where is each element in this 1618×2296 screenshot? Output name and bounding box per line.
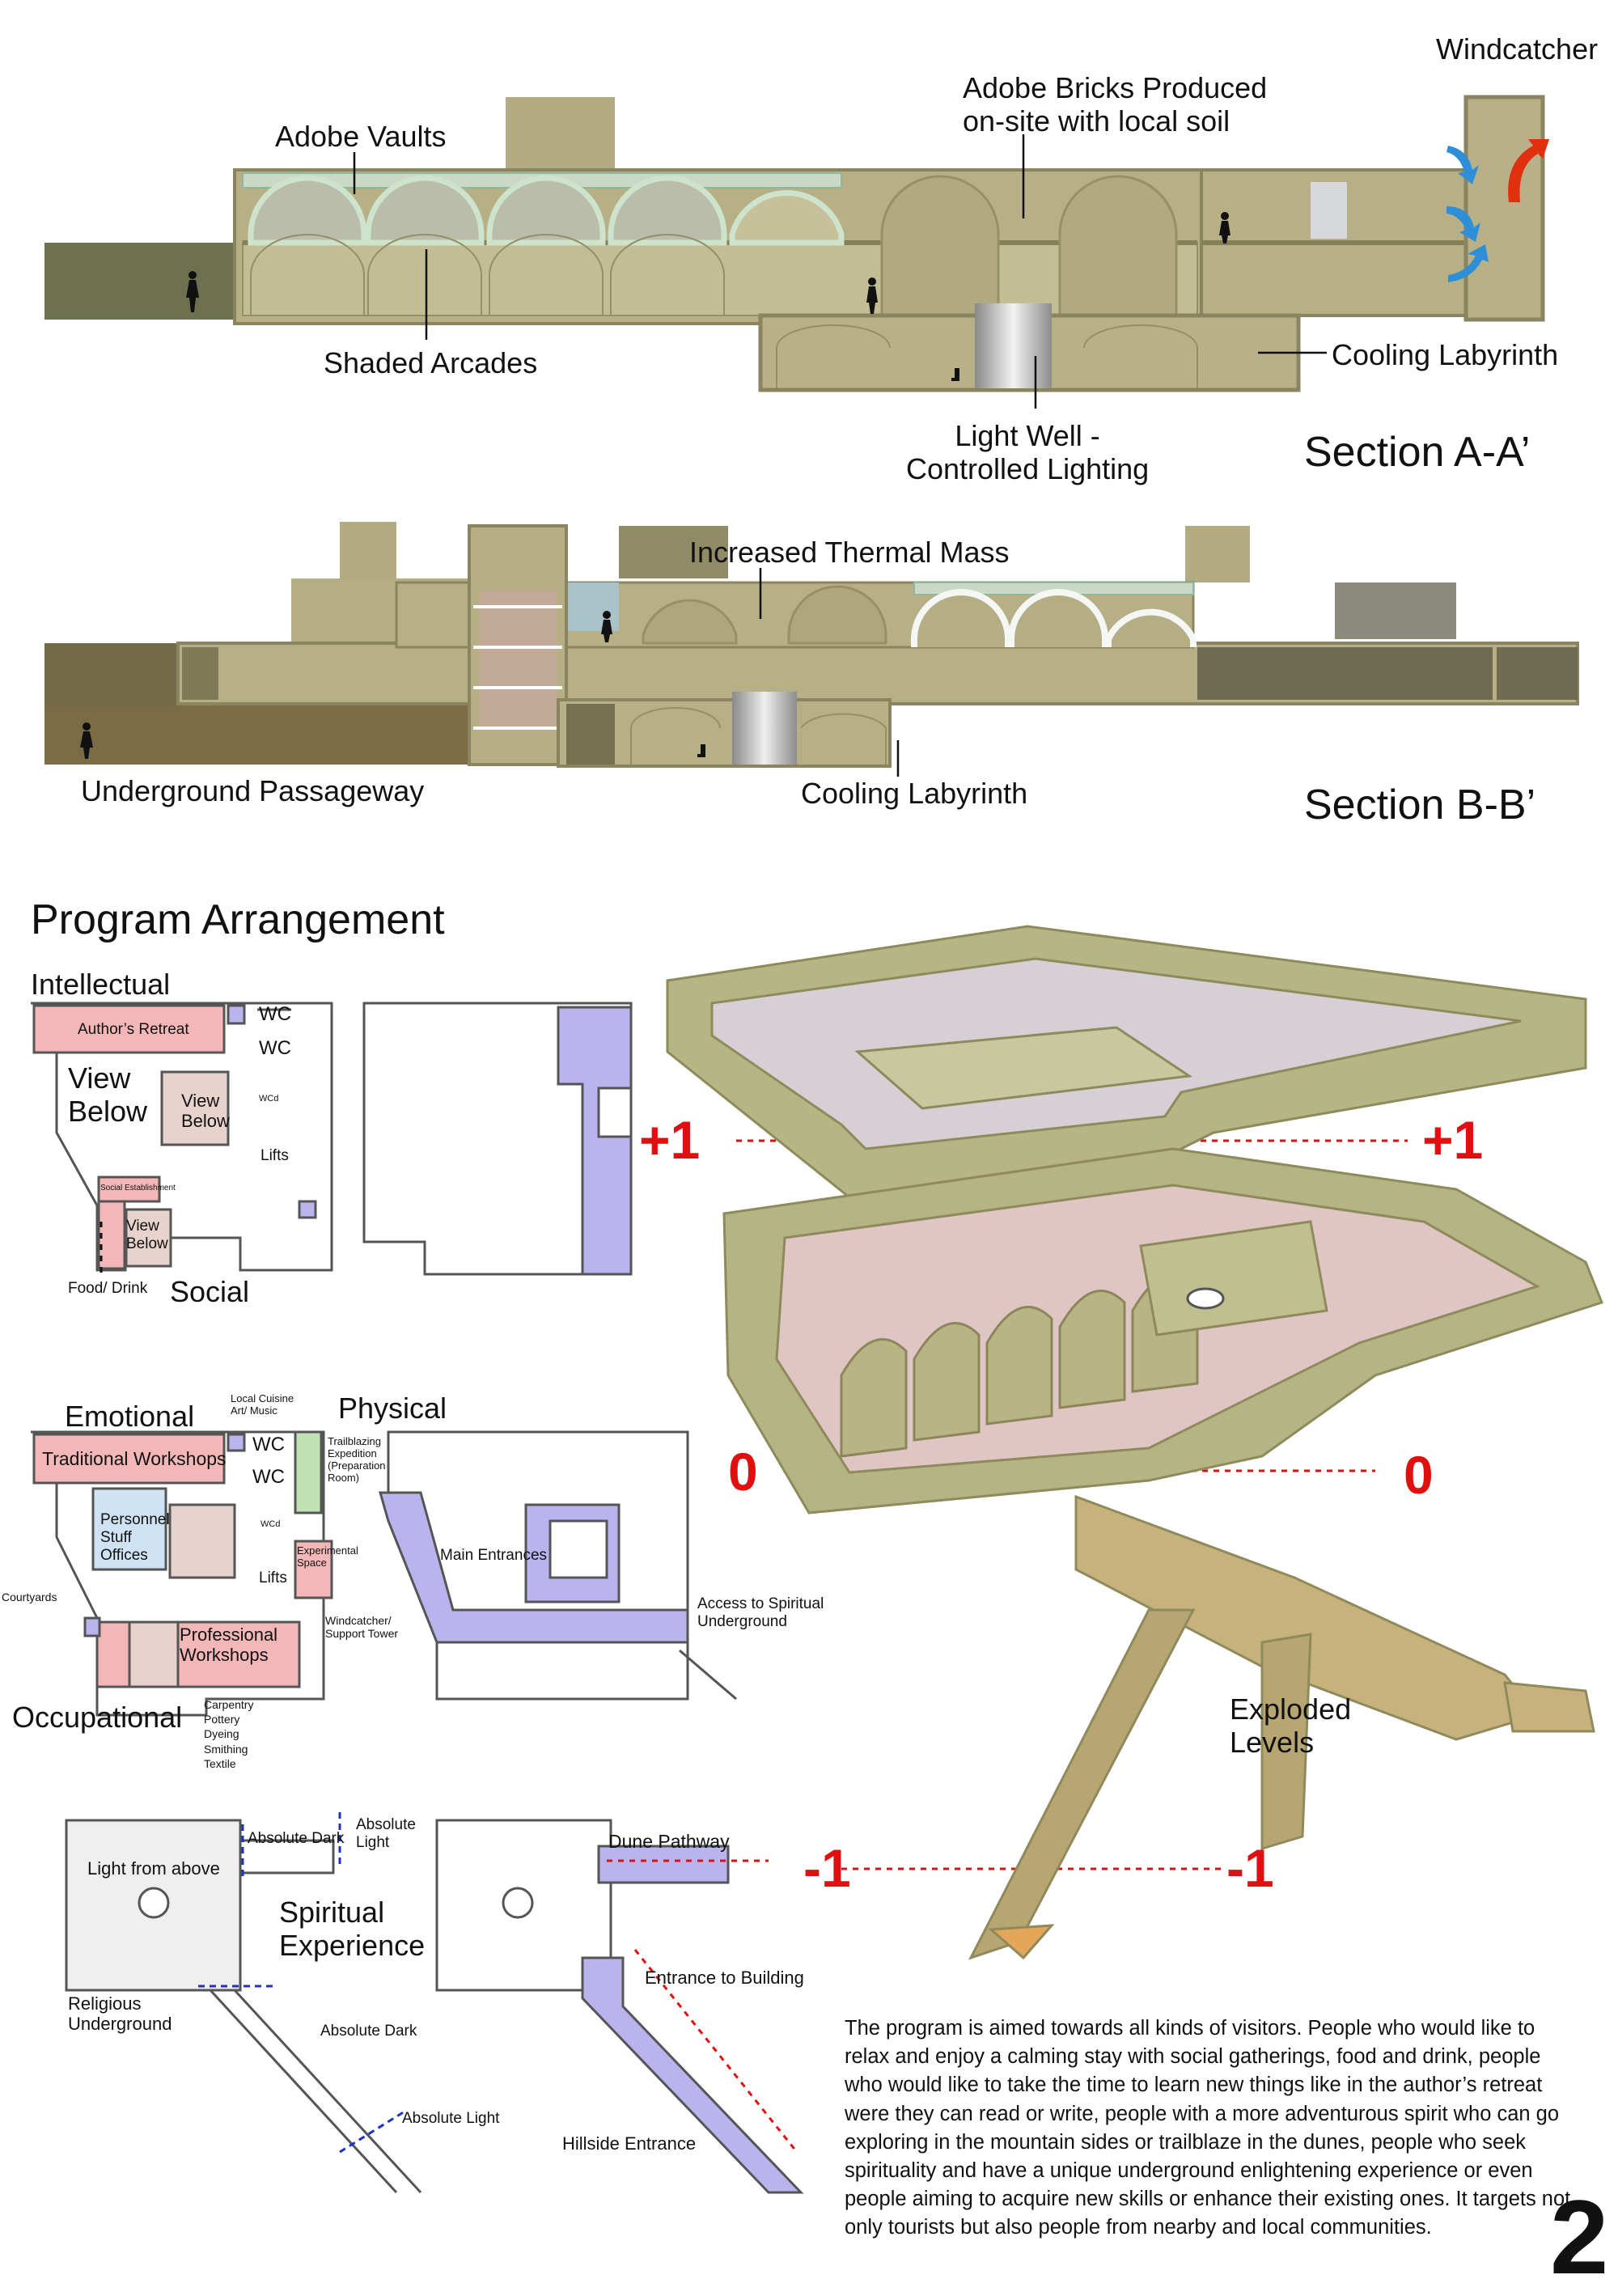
section-a-light-well bbox=[975, 303, 1052, 388]
label-view-below-3: View Below bbox=[126, 1218, 168, 1252]
label-entrance-building: Entrance to Building bbox=[645, 1968, 804, 1988]
label-thermal-mass: Increased Thermal Mass bbox=[689, 536, 1010, 569]
section-b-drawing bbox=[44, 522, 1579, 777]
label-wc-0-b: WC bbox=[252, 1466, 285, 1488]
label-absolute-light-2: Absolute Light bbox=[402, 2110, 500, 2127]
section-a-windcatcher bbox=[1463, 95, 1545, 322]
label-adobe-vaults: Adobe Vaults bbox=[275, 120, 447, 153]
label-personnel-offices: Personnel Stuff Offices bbox=[100, 1511, 170, 1564]
label-trailblazing: Trailblazing Expedition (Preparation Roo… bbox=[328, 1435, 386, 1484]
section-b-underground bbox=[44, 704, 550, 765]
label-occupational: Occupational bbox=[12, 1701, 183, 1734]
label-crafts: Carpentry Pottery Dyeing Smithing Textil… bbox=[204, 1698, 254, 1770]
section-a-drawing bbox=[44, 95, 1549, 409]
label-professional-workshops: Professional Workshops bbox=[180, 1625, 278, 1666]
section-b-light-well bbox=[732, 692, 797, 765]
label-view-below-1: View Below bbox=[68, 1061, 148, 1129]
wind-arrows-icon bbox=[1446, 146, 1489, 282]
label-lifts-0: Lifts bbox=[259, 1569, 287, 1586]
label-adobe-bricks: Adobe Bricks Produced on-site with local… bbox=[963, 71, 1268, 138]
section-a-vaults bbox=[248, 175, 845, 246]
label-windcatcher: Windcatcher bbox=[1436, 32, 1599, 66]
label-courtyards: Courtyards bbox=[2, 1591, 57, 1603]
label-spiritual-experience: Spiritual Experience bbox=[279, 1896, 426, 1963]
marker-zero-left: 0 bbox=[728, 1442, 758, 1502]
program-description: The program is aimed towards all kinds o… bbox=[845, 2017, 1571, 2239]
label-absolute-light-1: Absolute Light bbox=[356, 1816, 416, 1851]
label-exploded-levels: Exploded Levels bbox=[1230, 1692, 1352, 1760]
label-shaded-arcades: Shaded Arcades bbox=[324, 346, 538, 379]
label-wc-plus1-a: WC bbox=[259, 1003, 291, 1025]
label-absolute-dark-1: Absolute Dark bbox=[248, 1830, 345, 1847]
marker-plus1-right: +1 bbox=[1422, 1110, 1484, 1170]
exploded-axonometric bbox=[666, 925, 1603, 1960]
label-physical: Physical bbox=[338, 1392, 447, 1425]
label-lifts-plus1: Lifts bbox=[260, 1147, 289, 1164]
label-traditional-workshops: Traditional Workshops bbox=[42, 1448, 227, 1469]
plan-plus1-program bbox=[31, 1002, 333, 1272]
label-light-from-above: Light from above bbox=[87, 1858, 220, 1879]
label-dune-pathway: Dune Pathway bbox=[608, 1831, 730, 1852]
label-light-well: Light Well - Controlled Lighting bbox=[906, 419, 1150, 486]
label-wc-0-a: WC bbox=[252, 1434, 285, 1455]
label-absolute-dark-2: Absolute Dark bbox=[320, 2023, 417, 2040]
plan-minus1-spiritual bbox=[65, 1819, 422, 2194]
label-cooling-labyrinth-a: Cooling Labyrinth bbox=[1332, 338, 1559, 371]
label-cooling-labyrinth-b: Cooling Labyrinth bbox=[801, 777, 1028, 810]
label-wcd-plus1: WCd bbox=[259, 1094, 279, 1104]
label-access-spiritual: Access to Spiritual Underground bbox=[697, 1595, 824, 1630]
marker-zero-right: 0 bbox=[1404, 1445, 1434, 1505]
label-windcatcher-tower: Windcatcher/ Support Tower bbox=[325, 1614, 399, 1641]
plan-0-circulation bbox=[379, 1430, 737, 1701]
label-intellectual: Intellectual bbox=[31, 968, 171, 1001]
label-emotional: Emotional bbox=[65, 1400, 195, 1433]
human-figure-icons bbox=[186, 212, 1230, 381]
label-experimental-space: Experimental Space bbox=[297, 1544, 358, 1569]
marker-minus1-right: -1 bbox=[1226, 1838, 1274, 1898]
label-authors-retreat: Author’s Retreat bbox=[78, 1021, 189, 1038]
label-view-below-2: View Below bbox=[181, 1091, 230, 1132]
plan-plus1-circulation bbox=[362, 1002, 633, 1276]
plan-0-program bbox=[31, 1430, 333, 1717]
section-a-title: Section A-A’ bbox=[1304, 429, 1531, 476]
section-b-title: Section B-B’ bbox=[1304, 782, 1536, 828]
label-religious-underground: Religious Underground bbox=[68, 1993, 172, 2035]
page-number: 2 bbox=[1550, 2178, 1609, 2296]
red-wind-arrow-icon bbox=[1508, 139, 1549, 202]
plan-minus1-circulation bbox=[435, 1819, 804, 2194]
marker-minus1-left: -1 bbox=[803, 1838, 851, 1898]
label-hillside-entrance: Hillside Entrance bbox=[562, 2133, 697, 2154]
label-wc-plus1-b: WC bbox=[259, 1037, 291, 1059]
label-underground-passageway: Underground Passageway bbox=[81, 774, 425, 807]
section-b-arches bbox=[911, 589, 1197, 647]
marker-plus1-left: +1 bbox=[639, 1110, 701, 1170]
program-title: Program Arrangement bbox=[31, 896, 445, 943]
label-food-drink: Food/ Drink bbox=[68, 1280, 148, 1297]
label-social: Social bbox=[170, 1275, 250, 1308]
label-social-establishment: Social Establishment bbox=[100, 1184, 176, 1192]
label-wcd-0: WCd bbox=[260, 1519, 281, 1529]
label-main-entrances: Main Entrances bbox=[440, 1547, 548, 1564]
label-local-cuisine: Local Cuisine Art/ Music bbox=[231, 1392, 294, 1417]
section-a-ground-left bbox=[44, 243, 239, 320]
